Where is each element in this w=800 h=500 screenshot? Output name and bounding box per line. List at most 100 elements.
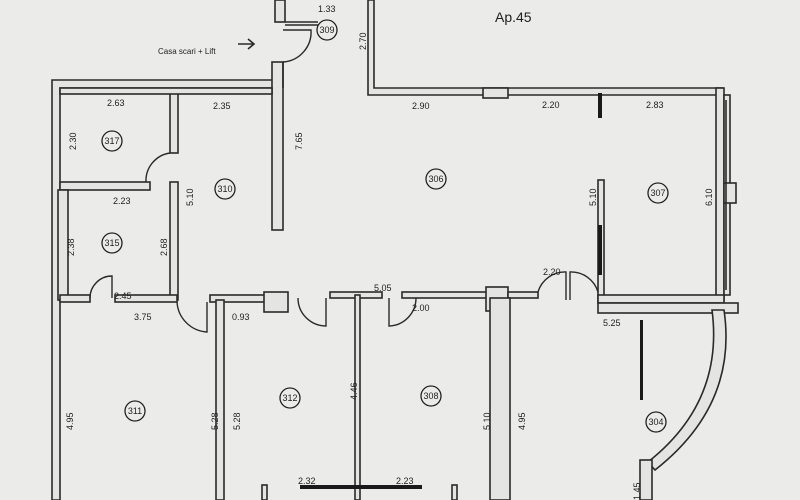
wall-segment (715, 87, 725, 301)
wall-segment (598, 225, 602, 275)
wall-segment (271, 61, 284, 231)
plan-label: 0.93 (232, 312, 250, 322)
plan-label: 317 (104, 136, 119, 146)
plan-label: 5.25 (603, 318, 621, 328)
wall-segment (597, 302, 739, 314)
plan-label: 4.95 (65, 412, 75, 430)
wall-segment (297, 297, 327, 327)
plan-label: 2.68 (159, 238, 169, 256)
room-311: 311 (124, 400, 146, 422)
wall-segment (507, 291, 539, 299)
plan-label: 4.46 (349, 382, 359, 400)
wall-segment (723, 182, 737, 204)
wall-segment (569, 271, 599, 300)
room-number-circle (647, 182, 669, 204)
plan-label: 304 (648, 417, 663, 427)
wall-segment (282, 29, 312, 63)
plan-label: 315 (104, 238, 119, 248)
plan-label: 309 (319, 25, 334, 35)
plan-label: 5.28 (232, 412, 242, 430)
arrow-right-icon (238, 38, 256, 50)
plan-label: 308 (423, 391, 438, 401)
wall-segment (59, 181, 151, 191)
plan-label: 2.90 (412, 101, 430, 111)
room-306: 306 (425, 168, 447, 190)
walls (51, 0, 739, 500)
plan-label: 4.95 (517, 412, 527, 430)
wall-segment (482, 87, 509, 99)
plan-label: 5.05 (374, 283, 392, 293)
wall-segment (274, 0, 286, 23)
wall-segment (215, 299, 225, 500)
wall-segment (451, 484, 458, 500)
plan-label: 2.45 (114, 291, 132, 301)
plan-label: 5.28 (210, 412, 220, 430)
plan-label: 2.23 (396, 476, 414, 486)
wall-segment (640, 320, 643, 400)
room-312: 312 (279, 387, 301, 409)
plan-label: Ap.45 (495, 9, 532, 25)
plan-label: 2.35 (213, 101, 231, 111)
wall-segment (388, 297, 417, 327)
room-317: 317 (101, 130, 123, 152)
plan-label: 5.10 (588, 188, 598, 206)
plan-label: 2.00 (412, 303, 430, 313)
wall-segment (114, 294, 178, 303)
room-308: 308 (420, 385, 442, 407)
plan-label: 2.23 (113, 196, 131, 206)
room-315: 315 (101, 232, 123, 254)
wall-segment (639, 459, 653, 500)
room-number-circle (420, 385, 442, 407)
plan-label: 7.65 (294, 132, 304, 150)
plan-label: 2.20 (542, 100, 560, 110)
plan-label: 2.83 (646, 100, 664, 110)
plan-label: 311 (128, 406, 142, 416)
plan-label: 2.70 (358, 32, 368, 50)
wall-segment (169, 92, 179, 154)
plan-label: 2.63 (107, 98, 125, 108)
room-304: 304 (645, 411, 667, 433)
wall-segment (176, 301, 208, 333)
room-number-circle (124, 400, 146, 422)
wall-segment (401, 291, 495, 299)
wall-segment (51, 79, 278, 500)
plan-label: 2.38 (66, 238, 76, 256)
room-number-circle (279, 387, 301, 409)
wall-segment (367, 0, 723, 96)
plan-label: 310 (217, 184, 232, 194)
wall-segment (145, 152, 171, 183)
room-number-circle (645, 411, 667, 433)
room-307: 307 (647, 182, 669, 204)
plan-label: 312 (282, 393, 297, 403)
wall-segment (89, 275, 113, 299)
plan-label: 2.20 (543, 267, 561, 277)
wall-segment (261, 484, 268, 500)
room-number-circle (316, 19, 338, 41)
wall-segment (263, 291, 289, 313)
plan-label: Casa scari + Lift (158, 47, 216, 56)
room-number-circle (101, 130, 123, 152)
plan-label: 5.10 (482, 412, 492, 430)
plan-label: 307 (650, 188, 665, 198)
plan-label: 2.30 (68, 132, 78, 150)
plan-label: 1.45 (632, 482, 642, 500)
stair-note: Casa scari + Lift (158, 38, 256, 56)
plan-label: 2.32 (298, 476, 316, 486)
plan-label: 6.10 (704, 188, 714, 206)
room-markers: 309 317 310 306 307 315 311 312 308 304 (101, 19, 669, 433)
wall-segment (597, 294, 725, 304)
plan-label: 5.10 (185, 188, 195, 206)
wall-segment (489, 297, 511, 500)
wall-segment (59, 294, 91, 303)
room-309: 309 (316, 19, 338, 41)
doors (89, 29, 599, 333)
wall-segment (59, 87, 273, 95)
wall-segment (354, 294, 361, 500)
plan-label: 306 (428, 174, 443, 184)
room-number-circle (214, 178, 236, 200)
room-310: 310 (214, 178, 236, 200)
wall-segment (598, 93, 602, 118)
plan-label: 3.75 (134, 312, 152, 322)
room-number-circle (101, 232, 123, 254)
